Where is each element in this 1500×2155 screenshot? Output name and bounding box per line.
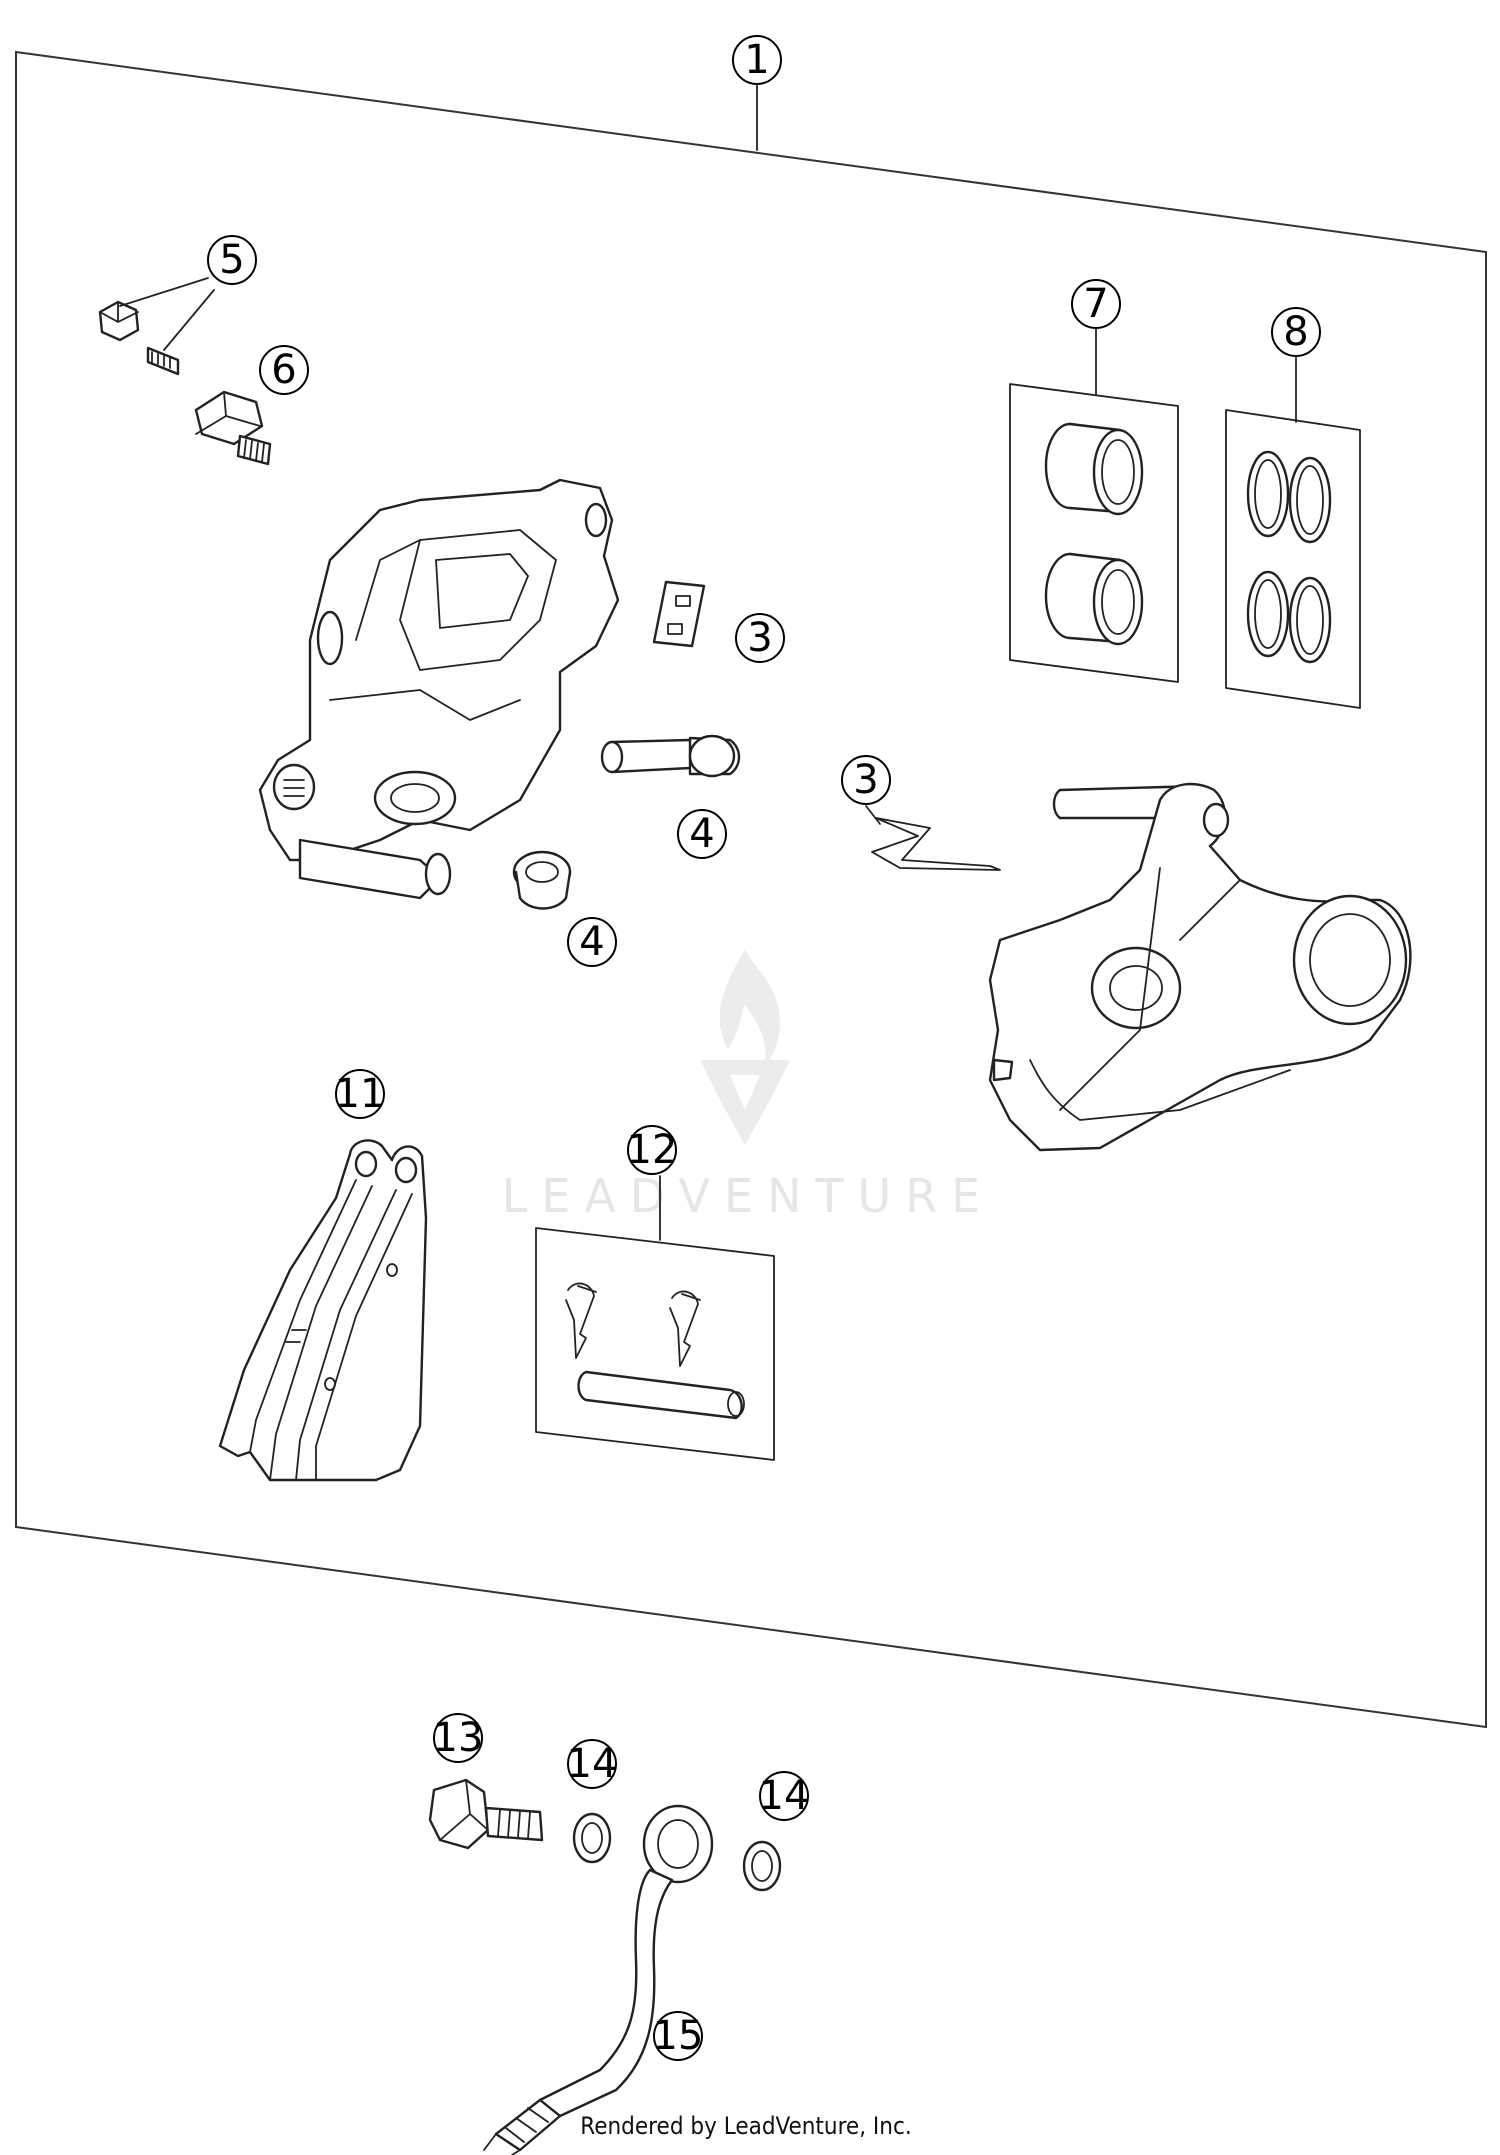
callout-label: 14: [567, 1741, 618, 1787]
callout-3-upper: 3: [735, 613, 785, 663]
leader-lines: [119, 81, 1297, 1241]
callout-label: 6: [271, 347, 296, 393]
callout-14-right: 14: [759, 1771, 810, 1821]
callout-label: 3: [747, 615, 772, 661]
caliper-housing: [258, 478, 620, 900]
caliper-bracket: [988, 782, 1412, 1152]
callout-7: 7: [1071, 279, 1121, 329]
callout-label: 14: [759, 1773, 810, 1819]
callout-3-lower: 3: [841, 755, 891, 805]
callout-8: 8: [1271, 307, 1321, 357]
callout-label: 15: [653, 2013, 704, 2059]
brake-pads-part-11: [218, 1139, 428, 1482]
callout-13: 13: [433, 1713, 484, 1763]
callout-label: 7: [1083, 281, 1108, 327]
callout-11: 11: [335, 1069, 386, 1119]
piston-kit-part-7: [1009, 383, 1179, 683]
callout-4-upper: 4: [677, 809, 727, 859]
watermark-logo: [700, 950, 790, 1145]
callout-label: 1: [744, 37, 769, 83]
sealing-ring-part-14-left: [572, 1812, 612, 1864]
callout-14-left: 14: [567, 1739, 618, 1789]
footer-credit: Rendered by LeadVenture, Inc.: [580, 2112, 911, 2140]
seal-kit-part-8: [1225, 409, 1361, 709]
callout-label: 4: [579, 919, 604, 965]
callout-label: 13: [433, 1715, 484, 1761]
callout-1: 1: [732, 35, 782, 85]
sealing-ring-part-14-right: [742, 1840, 782, 1892]
callout-15: 15: [653, 2011, 704, 2061]
pad-spring-part-3-lower: [871, 817, 1001, 871]
callout-label: 8: [1283, 309, 1308, 355]
bleed-screw-part-5: [98, 300, 180, 376]
kit-frame: [15, 50, 1487, 1729]
callout-6: 6: [259, 345, 309, 395]
slide-pin-part-4-upper: [600, 734, 741, 778]
callout-12: 12: [627, 1125, 678, 1175]
banjo-bolt-part-13: [428, 1778, 544, 1850]
callout-4-lower: 4: [567, 917, 617, 967]
callout-label: 11: [335, 1071, 386, 1117]
callout-label: 5: [219, 237, 244, 283]
bushing-part-4-lower: [512, 850, 572, 910]
callout-label: 3: [853, 757, 878, 803]
plug-screw-part-6: [194, 390, 272, 466]
brake-line-part-15: [483, 1804, 714, 2155]
callout-label: 4: [689, 811, 714, 857]
watermark-text: LEADVENTURE: [502, 1169, 995, 1223]
callout-label: 12: [627, 1127, 678, 1173]
pin-kit-part-12: [535, 1227, 775, 1461]
pad-spring-part-3-upper: [652, 580, 706, 648]
callout-5: 5: [207, 235, 257, 285]
